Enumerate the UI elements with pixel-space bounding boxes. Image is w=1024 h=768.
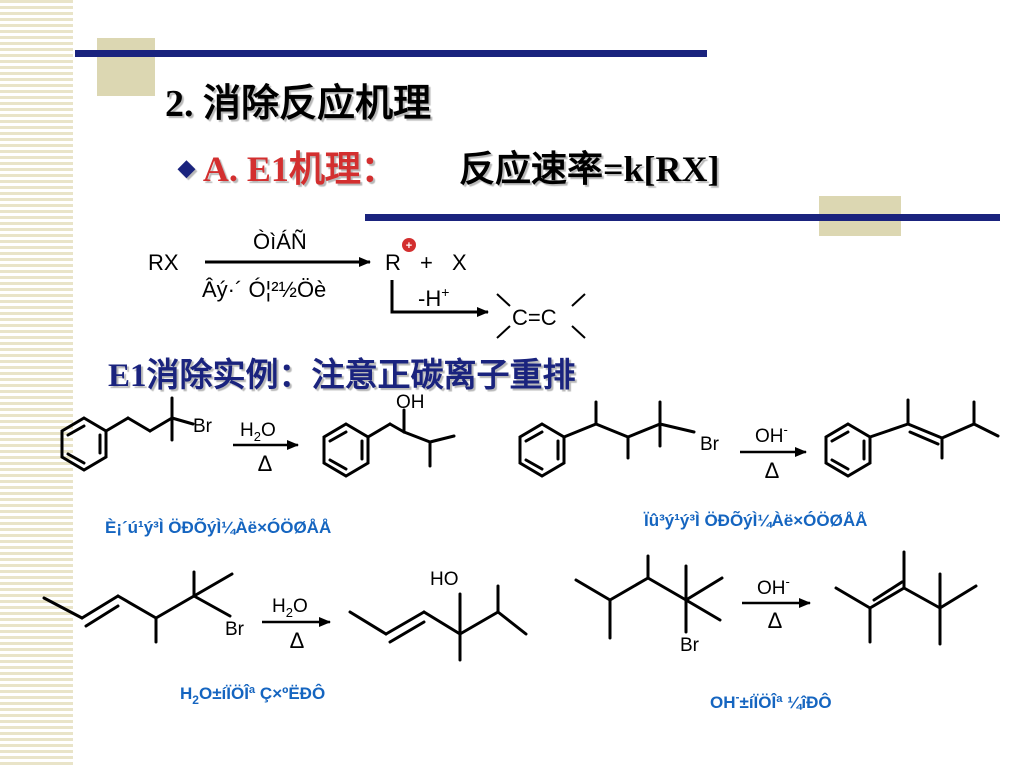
example-1: Br H2O Δ OH È¡´ú¹ý³Ì ÖÐÕýÌ¼Àë×ÓÖØÅÅ <box>60 392 456 537</box>
ex4-reagent: OH- <box>757 574 790 599</box>
ex2-product-structure <box>824 398 1000 478</box>
e1-general-scheme: RX ÒìÁÑ Âý·´ Ó¦²½Öè R + + X -H+ C=C <box>148 229 586 339</box>
charge-sign: + <box>406 240 412 252</box>
reactant-rx: RX <box>148 250 179 275</box>
striped-side-band <box>0 0 73 768</box>
carbocation-r: R <box>385 250 401 275</box>
ex3-br-label: Br <box>225 619 245 640</box>
ex3-reagent: H2O <box>272 596 308 620</box>
ex2-reactant-structure <box>518 400 696 478</box>
ex4-br-label: Br <box>680 635 700 656</box>
minus-h-label: -H+ <box>418 284 449 311</box>
plus-sign: + <box>420 250 433 275</box>
ex3-heat-symbol: Δ <box>290 628 305 653</box>
navy-rule-right <box>365 214 1000 221</box>
leaving-group-x: X <box>452 250 467 275</box>
ex3-product-structure <box>348 584 528 662</box>
positive-charge-icon <box>402 238 416 252</box>
example-4: Br OH- Δ OH-±íÏÖÎª ¼îÐÔ <box>574 550 978 712</box>
ex2-caption: Ïû³ý¹ý³Ì ÖÐÕýÌ¼Àë×ÓÖØÅÅ <box>643 510 867 530</box>
ex2-reagent: OH- <box>755 422 788 447</box>
ex1-reactant-structure <box>60 396 195 472</box>
arrow-label-bottom: Âý·´ Ó¦²½Öè <box>202 277 326 302</box>
rate-law: 反应速率=k[RX] <box>458 149 720 189</box>
ex1-oh-label: OH <box>396 392 425 413</box>
arrow-label-top: ÒìÁÑ <box>253 229 307 254</box>
alkene-cc: C=C <box>512 305 557 330</box>
example-3: Br H2O Δ HO H2O±íÏÖÎª Ç×ºËÐÔ <box>42 569 528 707</box>
ex4-reactant-structure <box>574 554 724 640</box>
ex1-caption: È¡´ú¹ý³Ì ÖÐÕýÌ¼Àë×ÓÖØÅÅ <box>105 517 331 537</box>
page-title: 2. 消除反应机理 <box>165 83 432 125</box>
ex4-caption: OH-±íÏÖÎª ¼îÐÔ <box>710 690 832 712</box>
ex2-br-label: Br <box>700 434 720 455</box>
section-title: E1消除实例：注意正碳离子重排 <box>108 358 576 394</box>
deprotonation-arrow <box>390 280 489 317</box>
subtitle: ◆ A. E1机理： 反应速率=k[RX] <box>178 140 719 192</box>
ex3-caption: H2O±íÏÖÎª Ç×ºËÐÔ <box>180 684 325 707</box>
navy-rule-top <box>75 50 707 57</box>
ex3-ho-label: HO <box>430 569 459 590</box>
ex1-product-structure <box>322 408 456 478</box>
ex1-br-label: Br <box>193 416 213 437</box>
ex3-reactant-structure <box>42 570 234 644</box>
ex1-heat-symbol: Δ <box>258 451 273 476</box>
ex1-reagent: H2O <box>240 420 276 444</box>
alkene-bonds <box>496 293 586 339</box>
ex4-heat-symbol: Δ <box>768 608 783 633</box>
ex4-product-structure <box>834 550 978 646</box>
mechanism-label: A. E1机理： <box>202 149 397 189</box>
example-2: Br OH- Δ Ïû³ý¹ý³Ì ÖÐÕýÌ¼Àë×ÓÖØÅÅ <box>518 398 1000 530</box>
diamond-bullet-icon: ◆ <box>178 155 195 180</box>
ex2-heat-symbol: Δ <box>765 458 780 483</box>
khaki-block-top <box>97 38 155 96</box>
